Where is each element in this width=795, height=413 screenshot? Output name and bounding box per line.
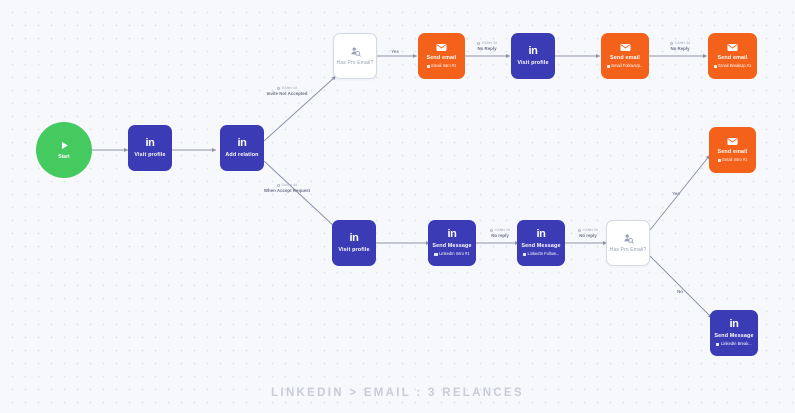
edge-label-when-accept-request: During 4d When Accept Request [232, 183, 342, 193]
start-node[interactable]: Start [36, 122, 92, 178]
node-send-message-1[interactable]: in Send Message LinkedIn Intro #1 [428, 220, 476, 266]
template-icon [716, 342, 720, 346]
edge-condition: If After 3d [653, 41, 707, 45]
envelope-icon [727, 43, 738, 52]
edge-label-text: Yes [391, 48, 399, 54]
node-send-email-2[interactable]: Send email Email FollowUp... [601, 33, 649, 79]
clock-icon [490, 228, 494, 232]
linkedin-icon: in [729, 318, 739, 331]
clock-icon [670, 41, 674, 45]
edge-label-text: No Reply [670, 45, 690, 51]
linkedin-icon: in [145, 136, 155, 149]
node-subtitle: Email Intro #1 [426, 63, 456, 69]
node-title: Send Message [432, 243, 472, 250]
edge-label-no-reply-3: If After 3d No Reply [653, 41, 707, 51]
clock-icon [277, 86, 281, 90]
template-icon [426, 64, 430, 68]
node-has-pro-email-1[interactable]: Has Pro Email? [333, 33, 377, 79]
node-has-pro-email-2[interactable]: Has Pro Email? [606, 220, 650, 266]
start-node-label: Start [58, 154, 70, 160]
template-icon [522, 252, 527, 256]
node-title: Add relation [225, 151, 259, 158]
envelope-icon [619, 43, 631, 52]
linkedin-icon: in [349, 231, 359, 244]
edge-condition: If After 3d [461, 41, 513, 45]
node-title: Send Message [714, 333, 754, 340]
node-subtitle: LinkedIn Break... [716, 341, 752, 347]
template-icon [434, 252, 438, 256]
edge-condition: During 4d [232, 183, 342, 187]
edge-condition: If After 4d [232, 86, 342, 90]
linkedin-icon: in [536, 228, 546, 241]
node-subtitle: LinkedIn Follow... [522, 251, 559, 257]
edge-label-yes-bottom: Yes [661, 190, 691, 196]
template-icon [717, 158, 721, 162]
contact-search-icon [350, 46, 361, 57]
node-title: Visit profile [134, 151, 166, 158]
clock-icon [276, 183, 281, 187]
template-icon [606, 64, 610, 68]
node-title: Send email [717, 55, 748, 62]
contact-search-icon [623, 233, 634, 244]
node-title: Has Pro Email? [336, 60, 374, 66]
node-add-relation[interactable]: in Add relation [220, 125, 264, 171]
node-title: Has Pro Email? [609, 247, 647, 253]
edge-label-no-reply-1: If After 3d No Reply [461, 41, 513, 51]
clock-icon [477, 41, 481, 45]
diagram-title: LINKEDIN > EMAIL : 3 RELANCES [271, 387, 524, 399]
node-send-email-4[interactable]: Send email Email Intro #1 [709, 127, 756, 173]
clock-icon [578, 228, 582, 232]
edge-label-text: No [677, 288, 683, 294]
edge-label-text: Yes [672, 190, 680, 196]
template-icon [713, 64, 717, 68]
linkedin-icon: in [237, 136, 247, 149]
node-subtitle: Email Intro #1 [717, 157, 747, 163]
node-subtitle: LinkedIn Intro #1 [434, 251, 470, 257]
node-title: Visit profile [517, 59, 549, 66]
node-send-message-3[interactable]: in Send Message LinkedIn Break... [710, 310, 758, 356]
node-visit-profile-2[interactable]: in Visit profile [511, 33, 555, 79]
node-title: Send email [610, 55, 640, 62]
node-title: Send Message [521, 243, 561, 250]
node-title: Send email [717, 149, 748, 156]
node-visit-profile-1[interactable]: in Visit profile [128, 125, 172, 171]
linkedin-icon: in [447, 228, 457, 241]
edge-label-text: No Reply [477, 45, 497, 51]
linkedin-icon: in [528, 44, 538, 57]
node-subtitle: Email BreakUp #1 [713, 63, 751, 69]
node-send-email-3[interactable]: Send email Email BreakUp #1 [708, 33, 757, 79]
edge-label-text: When Accept Request [263, 187, 311, 193]
edge-label-yes-top: Yes [375, 48, 415, 54]
play-icon [59, 140, 70, 151]
node-send-email-1[interactable]: Send email Email Intro #1 [418, 33, 465, 79]
edge-label-invite-not-accepted: If After 4d Invite Not Accepted [232, 86, 342, 96]
edge-label-no-bottom: No [665, 288, 695, 294]
node-title: Send email [426, 55, 457, 62]
node-visit-profile-3[interactable]: in Visit profile [332, 220, 376, 266]
node-title: Visit profile [338, 246, 370, 253]
envelope-icon [436, 43, 447, 52]
node-subtitle: Email FollowUp... [606, 63, 643, 69]
node-send-message-2[interactable]: in Send Message LinkedIn Follow... [517, 220, 565, 266]
envelope-icon [727, 137, 738, 146]
edge-label-text: Invite Not Accepted [266, 90, 308, 96]
